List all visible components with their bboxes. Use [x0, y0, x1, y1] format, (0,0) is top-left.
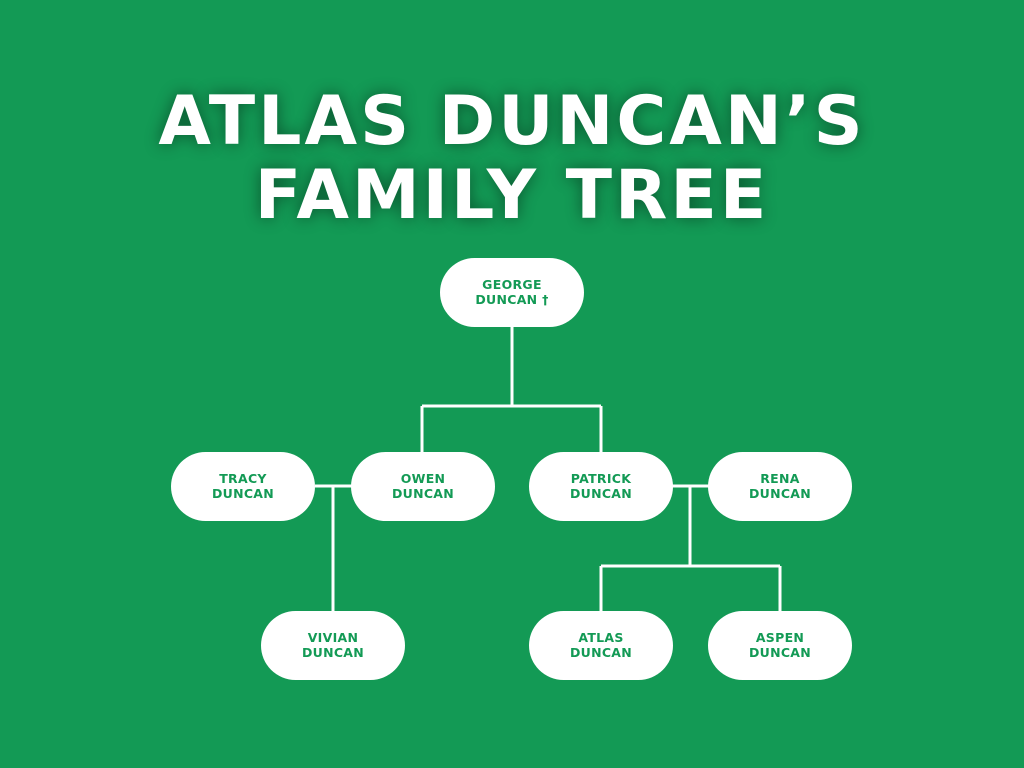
person-node-atlas: ATLAS DUNCAN: [529, 611, 673, 680]
person-first-name: ATLAS: [578, 630, 624, 646]
person-node-rena: RENA DUNCAN: [708, 452, 852, 521]
person-first-name: PATRICK: [570, 471, 632, 487]
person-node-aspen: ASPEN DUNCAN: [708, 611, 852, 680]
person-last-name: DUNCAN: [301, 644, 365, 660]
person-last-name: DUNCAN: [569, 485, 633, 501]
person-last-name: DUNCAN: [211, 485, 275, 501]
page-title-line-1: ATLAS DUNCAN’S: [158, 82, 866, 161]
person-last-name: DUNCAN: [569, 644, 633, 660]
page-title-line-2: FAMILY TREE: [254, 156, 770, 235]
person-node-vivian: VIVIAN DUNCAN: [261, 611, 405, 680]
person-node-george: GEORGE DUNCAN †: [440, 258, 584, 327]
person-first-name: GEORGE: [482, 277, 542, 293]
person-last-name: DUNCAN: [748, 485, 812, 501]
person-node-owen: OWEN DUNCAN: [351, 452, 495, 521]
person-node-tracy: TRACY DUNCAN: [171, 452, 315, 521]
person-first-name: VIVIAN: [307, 630, 359, 646]
person-last-name: DUNCAN †: [475, 291, 549, 307]
person-first-name: OWEN: [400, 471, 446, 487]
person-last-name: DUNCAN: [391, 485, 455, 501]
person-node-patrick: PATRICK DUNCAN: [529, 452, 673, 521]
person-first-name: ASPEN: [755, 630, 805, 646]
person-first-name: TRACY: [219, 471, 267, 487]
person-last-name: DUNCAN: [748, 644, 812, 660]
person-first-name: RENA: [760, 471, 800, 487]
